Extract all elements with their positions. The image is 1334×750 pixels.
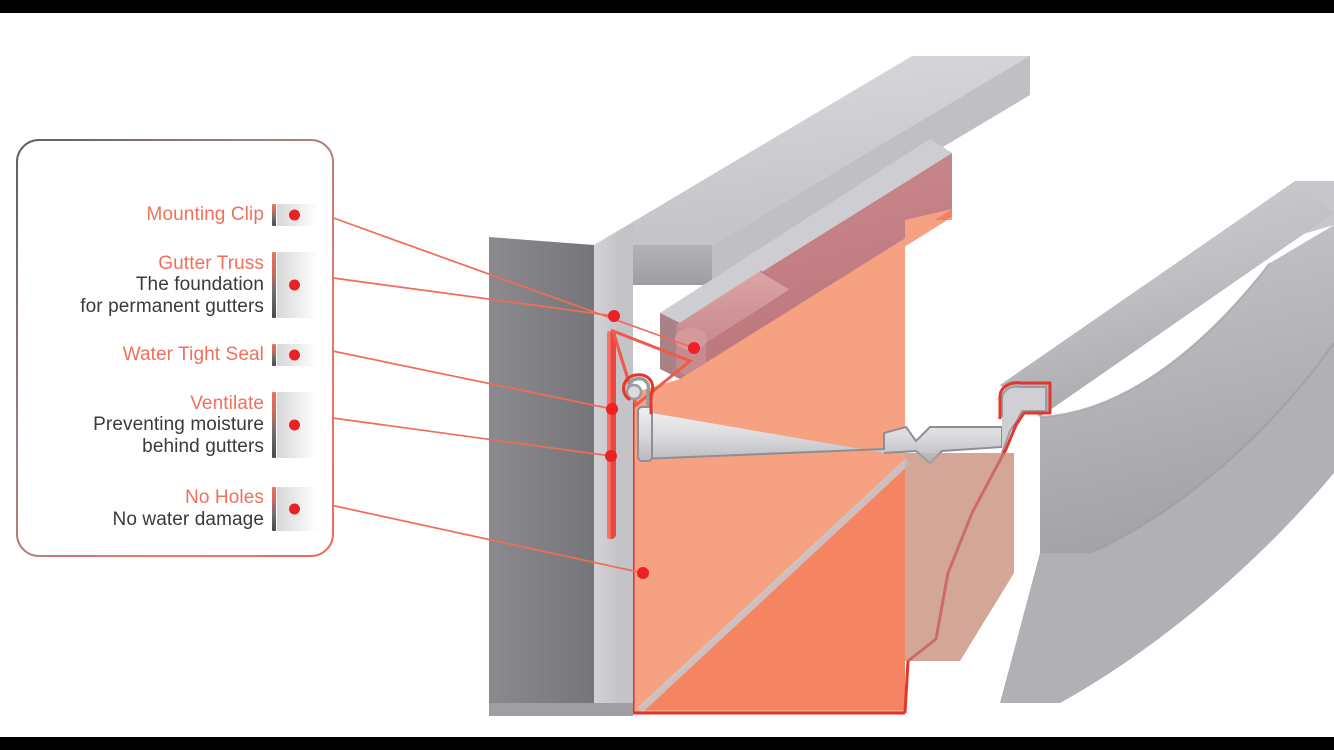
callout-text-water-tight-seal: Water Tight Seal: [123, 344, 272, 366]
leader-line-mounting-clip: [288, 201, 695, 349]
leader-line-ventilate: [288, 411, 612, 457]
callout-dot-no-holes[interactable]: [289, 503, 300, 515]
callout-dot-gutter-truss[interactable]: [289, 279, 300, 291]
callout-tick-no-holes: [272, 487, 276, 531]
leader-line-gutter-truss: [288, 271, 615, 317]
gutter-cutaway-illustration: [489, 56, 1334, 716]
callout-heading-water-tight-seal: Water Tight Seal: [122, 344, 264, 366]
gutter-truss-bracket: [622, 373, 1003, 465]
wall-section-salmon: [631, 209, 1014, 715]
callout-marker-ventilate: [272, 388, 318, 462]
water-tight-seal-part: [607, 331, 616, 539]
letterbox-bar-bottom: [0, 737, 1334, 750]
callout-marker-mounting-clip: [272, 200, 318, 230]
callout-panel-border: [16, 139, 334, 557]
callout-subline-ventilate-1: behind gutters: [142, 435, 264, 457]
callout-tick-mounting-clip: [272, 204, 276, 226]
callout-subline-gutter-truss-1: for permanent gutters: [80, 295, 264, 317]
callout-subline-gutter-truss-0: The foundation: [135, 274, 264, 296]
callout-subline-ventilate-0: Preventing moisture: [93, 414, 264, 436]
roof-membrane: [660, 139, 952, 379]
wall-base-shadow: [489, 703, 633, 716]
callout-marker-gutter-truss: [272, 248, 318, 322]
callout-marker-no-holes: [272, 483, 318, 535]
callout-dot-water-tight-seal[interactable]: [289, 349, 300, 361]
leader-endpoint-mounting-clip: [688, 342, 700, 354]
callout-tick-ventilate: [272, 392, 276, 458]
leader-lines: [288, 201, 700, 579]
callout-tick-water-tight-seal: [272, 344, 276, 366]
callout-heading-mounting-clip: Mounting Clip: [146, 204, 264, 226]
callout-tick-gutter-truss: [272, 252, 276, 318]
callout-subline-no-holes-0: No water damage: [112, 509, 264, 530]
leader-endpoint-ventilate: [605, 450, 617, 462]
callout-dot-ventilate[interactable]: [289, 419, 300, 431]
gutter-profile: [903, 181, 1334, 714]
leader-line-no-holes: [288, 495, 644, 574]
callout-heading-no-holes: No Holes: [185, 487, 264, 509]
callout-heading-ventilate: Ventilate: [190, 392, 264, 414]
leader-endpoint-no-holes: [637, 567, 649, 579]
callout-heading-gutter-truss: Gutter Truss: [158, 252, 264, 274]
callout-marker-water-tight-seal: [272, 340, 318, 370]
callout-row-water-tight-seal[interactable]: Water Tight Seal: [123, 340, 318, 370]
callout-row-mounting-clip[interactable]: Mounting Clip: [147, 200, 318, 230]
callout-dot-mounting-clip[interactable]: [289, 209, 300, 221]
leader-endpoint-gutter-truss: [608, 310, 620, 322]
leader-line-water-tight-seal: [288, 341, 613, 410]
roof-deck: [594, 56, 1030, 285]
wall-salmon-upper: [680, 217, 952, 453]
callout-text-mounting-clip: Mounting Clip: [147, 204, 272, 226]
leader-endpoint-water-tight-seal: [606, 403, 618, 415]
letterbox-bar-top: [0, 0, 1334, 13]
